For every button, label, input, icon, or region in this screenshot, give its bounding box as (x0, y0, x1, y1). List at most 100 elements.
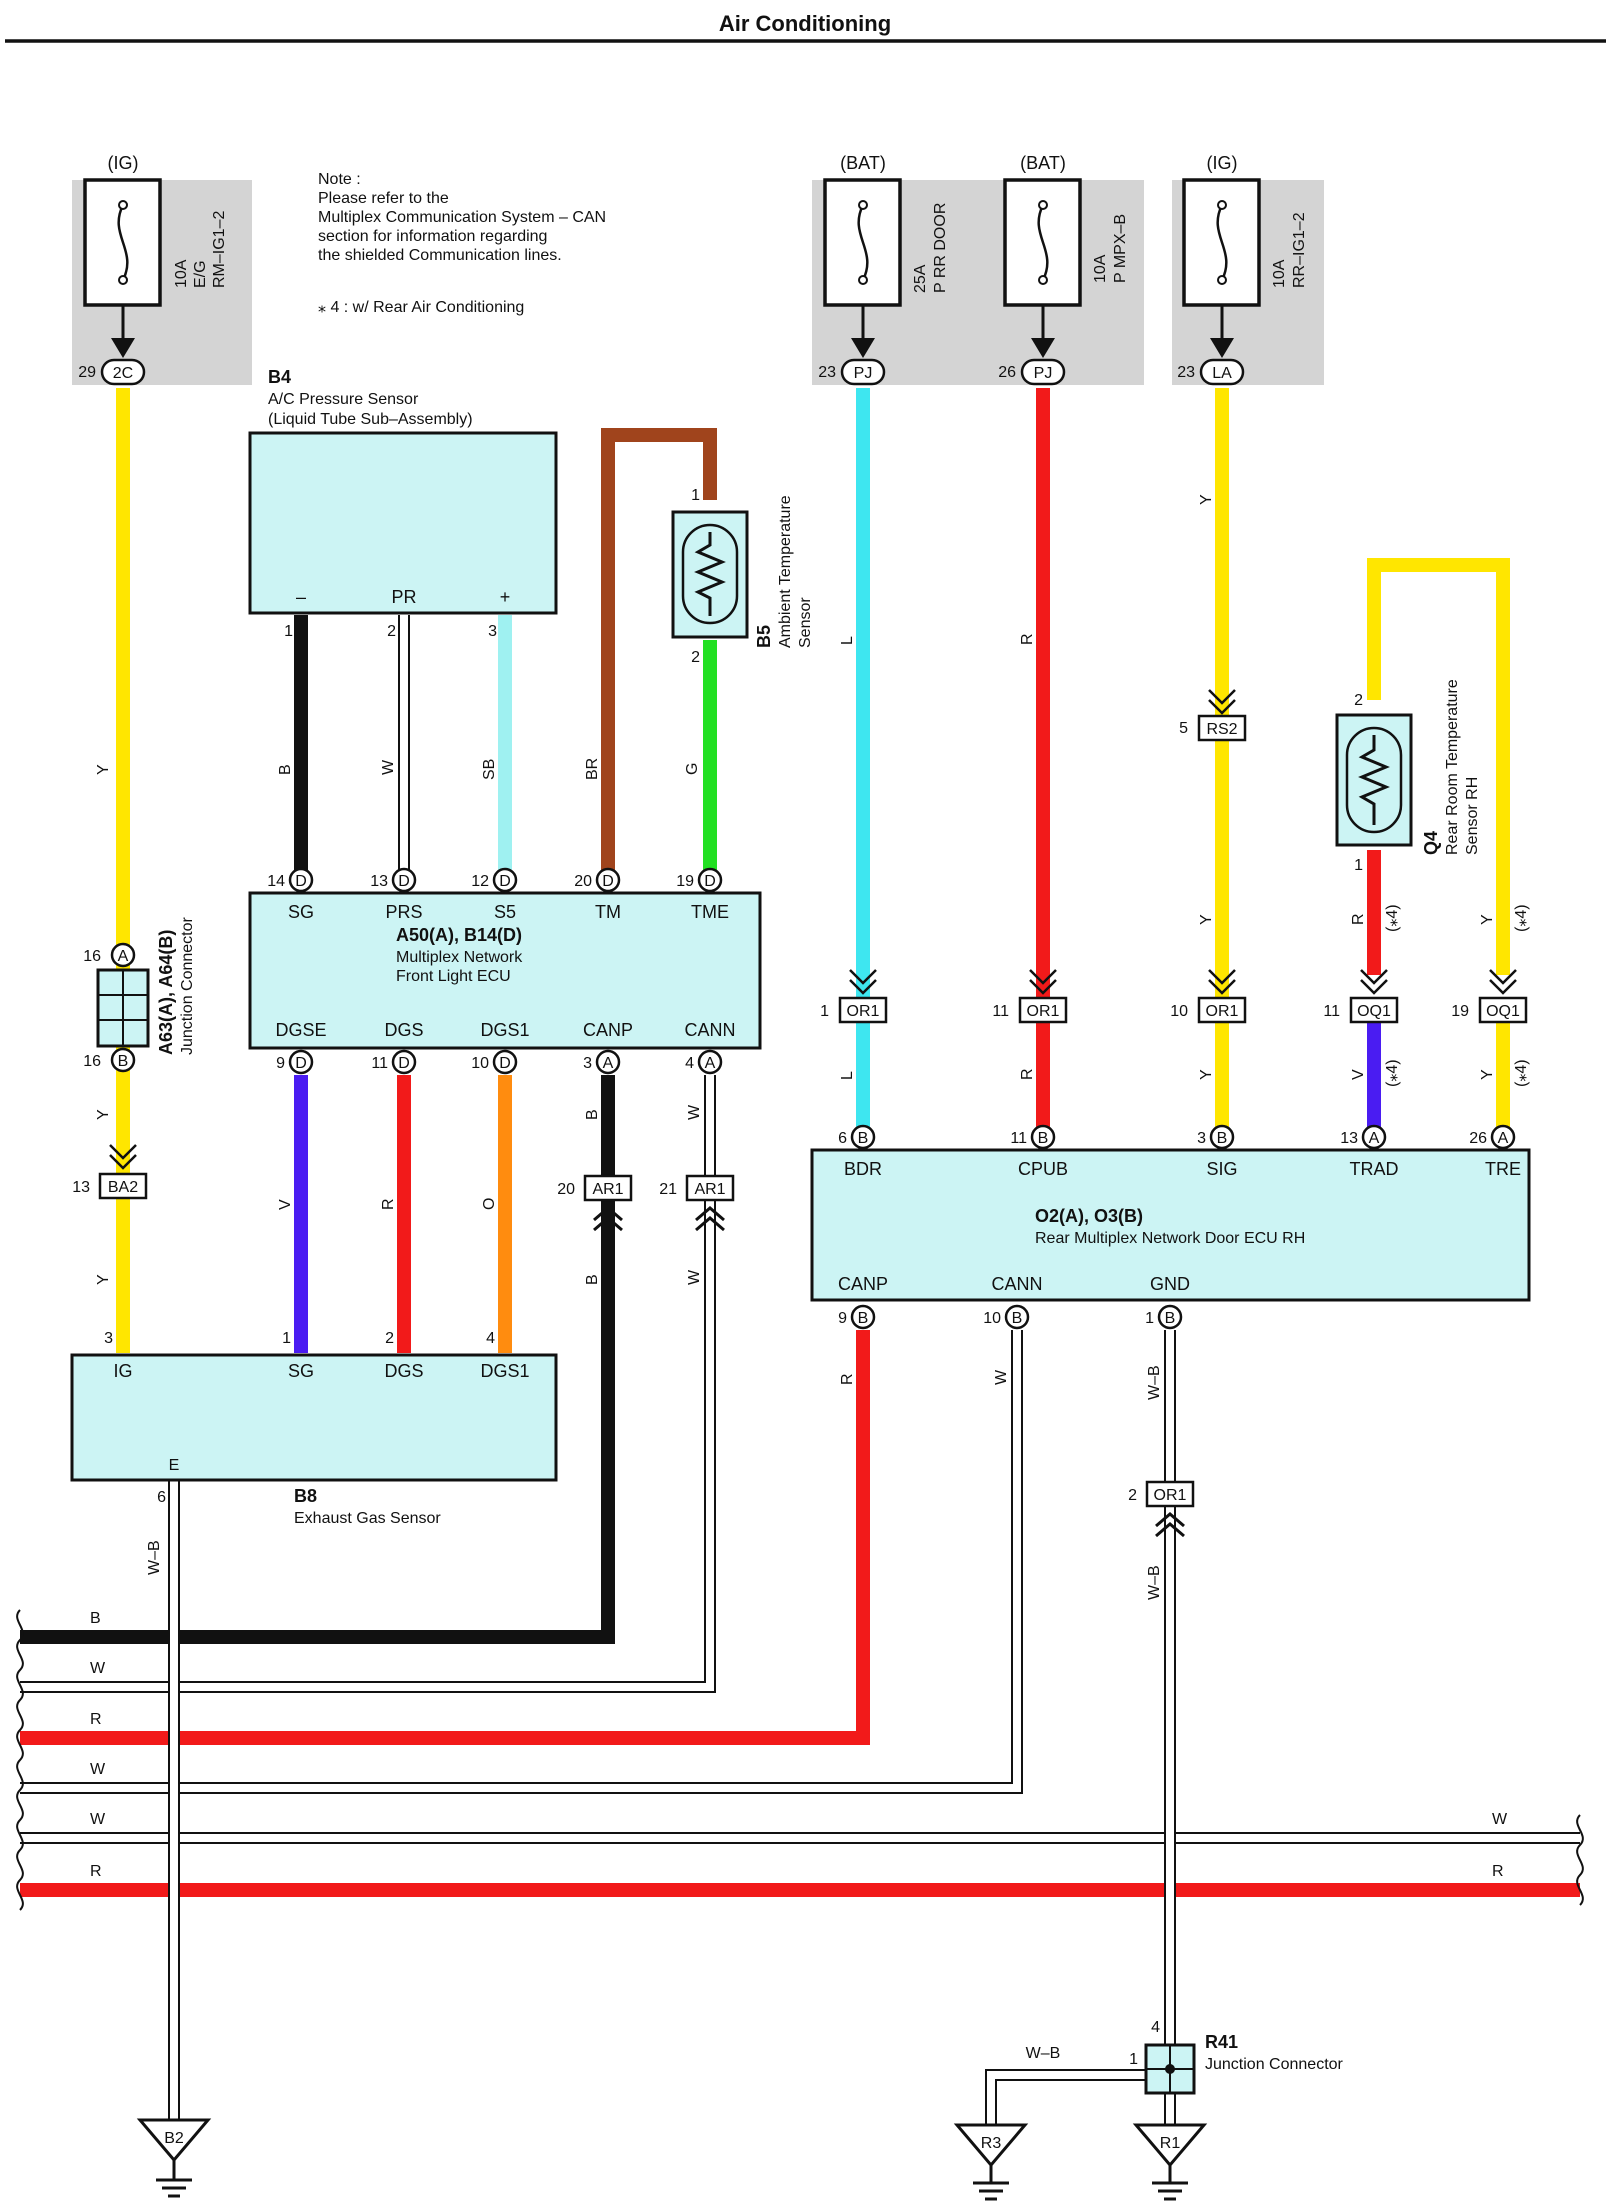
b8-pin: 3IG (104, 1330, 132, 1381)
wire-label: R (1492, 1863, 1504, 1880)
connector-or1-1: 1 OR1 (820, 969, 888, 1024)
ground-b2: B2 (136, 2118, 212, 2198)
component-b4: B4 A/C Pressure Sensor (Liquid Tube Sub–… (248, 367, 558, 640)
pin-letter: D (499, 873, 511, 890)
connector-ar1-21: 21 AR1 (659, 1174, 735, 1232)
component-code: O2(A), O3(B) (1035, 1206, 1143, 1226)
component-name: Ambient Temperature (777, 495, 794, 648)
pin-label: DGS1 (480, 1361, 529, 1381)
pin-number: 23 (1177, 364, 1195, 381)
pin-circle (391, 1049, 417, 1075)
wire-label: R (1019, 633, 1036, 645)
pin-number: 1 (1145, 1310, 1154, 1327)
component-name: Rear Multiplex Network Door ECU RH (1035, 1230, 1305, 1247)
pin-number: 21 (659, 1181, 677, 1198)
pin-label: E (169, 1457, 180, 1474)
fuse-rating: 10A (1092, 254, 1109, 283)
wire-label: W–B (146, 1540, 163, 1575)
fuse-name: E/G (192, 260, 209, 288)
connector-label: OQ1 (1486, 1003, 1520, 1020)
component-b5: 1 2 B5 Ambient Temperature Sensor (671, 487, 814, 666)
wire-label: Y (95, 764, 112, 775)
pin-number: 2 (1354, 692, 1363, 709)
pin-number: 1 (820, 1003, 829, 1020)
wire-label: R (380, 1198, 397, 1210)
pin-label: CANN (991, 1274, 1042, 1294)
fuse-source: (IG) (108, 153, 139, 173)
pin-number: 16 (83, 948, 101, 965)
wire-wb-r3 (985, 2069, 1148, 2125)
connector-label: OR1 (1206, 1003, 1239, 1020)
pin-circle (595, 867, 621, 893)
pin-number: 11 (371, 1055, 388, 1072)
pin-letter: A (705, 1055, 716, 1072)
pin-number: 3 (488, 623, 497, 640)
connector-label: RS2 (1206, 721, 1237, 738)
wire-label: Y (1479, 1069, 1496, 1080)
pin-circle (1004, 1304, 1030, 1330)
component-code: R41 (1205, 2032, 1238, 2052)
fuse-block-rr-door: (BAT) 25A P RR DOOR 23 PJ (812, 153, 959, 386)
wire-label: G (684, 763, 701, 775)
pin-letter: B (858, 1130, 869, 1147)
pin-number: 10 (1170, 1003, 1188, 1020)
pin-number: 19 (676, 873, 694, 890)
wire-label: SB (481, 759, 498, 780)
note-line: section for information regarding (318, 228, 547, 245)
wire-label: Y (1479, 914, 1496, 925)
wire-br-tm (601, 428, 717, 877)
connector-label: OR1 (847, 1003, 880, 1020)
pin-number: 2 (1128, 1487, 1137, 1504)
wire-label: W (90, 1660, 106, 1677)
pin-circle (492, 867, 518, 893)
pin-number: 19 (1451, 1003, 1469, 1020)
component-q4: 2 1 Q4 Rear Room Temperature Sensor RH (1335, 679, 1481, 874)
wire-label: L (839, 1071, 856, 1080)
pin-circle (1361, 1124, 1387, 1150)
pin-label: DGSE (275, 1020, 326, 1040)
component-name: Junction Connector (1205, 2056, 1344, 2073)
connector-or1-11: 11 OR1 (992, 969, 1068, 1024)
connector-or1-10: 10 OR1 (1170, 969, 1247, 1024)
pin-circle (595, 1049, 621, 1075)
component-name2: Sensor RH (1464, 777, 1481, 855)
pin-circle (1157, 1304, 1183, 1330)
wire-w-cann (20, 1075, 716, 1693)
pin-circle (288, 1049, 314, 1075)
wire-label: Y (1198, 914, 1215, 925)
pin-number: 1 (1129, 2051, 1138, 2068)
pin-label: TRE (1485, 1159, 1521, 1179)
pin-number: 1 (1354, 857, 1363, 874)
connector-pj: PJ (854, 365, 873, 382)
wire-label: R (90, 1711, 102, 1728)
pin-label: CPUB (1018, 1159, 1068, 1179)
pin-circle (697, 867, 723, 893)
pin-letter: B (1165, 1310, 1176, 1327)
b8-pin: 1SG (282, 1330, 314, 1381)
pin-circle (1490, 1124, 1516, 1150)
pin-label: PR (391, 587, 416, 607)
pin-number: 29 (78, 364, 96, 381)
wire-label: V (1350, 1069, 1367, 1080)
pin-letter: D (602, 873, 614, 890)
page-title: Air Conditioning (719, 11, 891, 36)
note: Note : Please refer to the Multiplex Com… (318, 171, 606, 316)
pin-circle (492, 1049, 518, 1075)
rear-multiplex-network-door-ecu (810, 1148, 1531, 1302)
pin-number: 9 (838, 1310, 847, 1327)
pin-number: 20 (574, 873, 592, 890)
wire-label: W (686, 1269, 703, 1285)
component-name2: (Liquid Tube Sub–Assembly) (268, 411, 473, 428)
component-code: A63(A), A64(B) (156, 930, 176, 1055)
fuse-block-eg: (IG) 10A E/G RM–IG1–2 29 2C (72, 153, 252, 386)
connector-oq1-19: 19 OQ1 (1451, 969, 1528, 1024)
